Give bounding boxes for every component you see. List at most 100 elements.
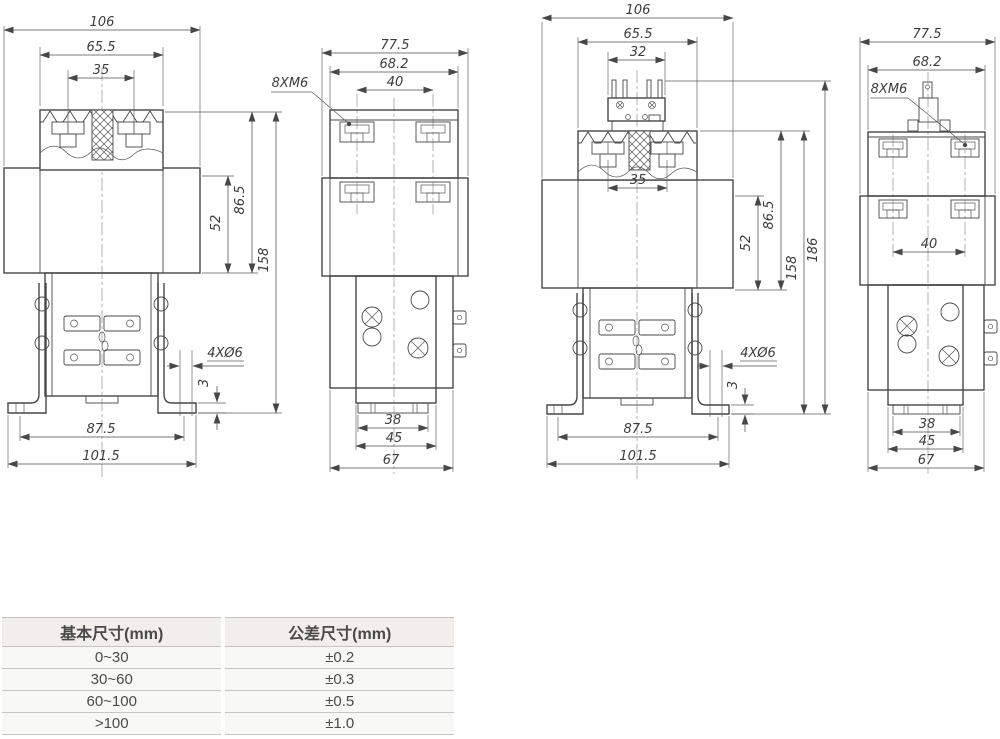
screw-callout: 8XM6 [870, 82, 968, 148]
crossed-hole [361, 306, 383, 328]
table-row: >100 ±1.0 [2, 712, 454, 735]
base-plate [892, 404, 961, 415]
hole [410, 290, 430, 310]
crossed-hole [896, 315, 918, 337]
dim-overall-height: 186 [806, 238, 821, 263]
dim-block-width: 65.5 [87, 40, 116, 55]
base-plate [357, 402, 429, 414]
tolerance-value: ±0.2 [223, 646, 454, 669]
dim-block-width: 65.5 [624, 27, 653, 42]
auxiliary-contact-stem [907, 81, 951, 132]
dim-base-38: 38 [919, 417, 936, 432]
lower-body [329, 275, 454, 389]
lower-body [867, 284, 985, 391]
terminal-screw [878, 138, 908, 158]
dim-base-width: 101.5 [619, 449, 656, 464]
coil-terminal-lugs [598, 319, 676, 370]
dim-terminal-spacing: 40 [387, 75, 404, 90]
dim-overall-width: 106 [90, 15, 115, 30]
coil-tab [983, 351, 998, 366]
magnet-frame [44, 272, 159, 397]
auxiliary-contact-block [607, 79, 666, 132]
basic-size-header: 基本尺寸(mm) [2, 617, 226, 647]
terminal-screw [950, 199, 980, 219]
size-range: >100 [2, 712, 226, 735]
mounting-bracket-right [157, 283, 197, 414]
dim-mount-holes: 4XØ6 [207, 346, 242, 361]
coil-tab [452, 310, 467, 325]
upper-body [867, 131, 986, 197]
tolerance-value: ±0.5 [223, 690, 454, 713]
table-row: 30~60 ±0.3 [2, 668, 454, 691]
terminal-screw [339, 181, 375, 203]
bolt [34, 296, 50, 312]
dim-body-depth: 68.2 [380, 57, 409, 72]
bolt [572, 302, 588, 318]
terminal-screw [950, 138, 980, 158]
mounting-bracket-left [7, 283, 47, 414]
break-line [39, 145, 164, 161]
front-view-basic: 106 65.5 35 52 86.5 158 4XØ6 3 [3, 15, 282, 480]
dim-terminal-spacing: 40 [921, 237, 938, 252]
crossed-hole [938, 345, 960, 367]
tolerance-header: 公差尺寸(mm) [223, 617, 454, 647]
break-line [577, 164, 698, 180]
coil-terminal-lugs [63, 315, 141, 366]
coil-tab [983, 319, 998, 334]
dim-overall-height: 158 [257, 248, 272, 273]
dim-height-52: 52 [739, 235, 754, 252]
bottom-tab [85, 395, 119, 404]
bottom-tab [620, 397, 654, 406]
dim-foot-thickness: 3 [197, 379, 212, 387]
size-range: 0~30 [2, 646, 226, 669]
foot-thickness-callout: 3 [726, 381, 754, 432]
bolt [153, 335, 169, 351]
size-range: 30~60 [2, 668, 226, 691]
dim-foot-thickness: 3 [726, 381, 741, 389]
dim-screws: 8XM6 [871, 82, 908, 97]
dim-mount-holes: 4XØ6 [740, 346, 775, 361]
side-view-aux: 77.5 68.2 8XM6 40 38 45 67 [859, 27, 998, 474]
size-range: 60~100 [2, 690, 226, 713]
dim-foot-span: 87.5 [624, 422, 653, 437]
dim-base-67: 67 [383, 453, 400, 468]
main-body [321, 177, 469, 277]
terminal-screw [415, 181, 451, 203]
table-header-row: 基本尺寸(mm) 公差尺寸(mm) [2, 617, 454, 647]
dim-aux-width: 32 [630, 45, 647, 60]
tolerance-value: ±0.3 [223, 668, 454, 691]
terminal-screw [878, 199, 908, 219]
dim-height-52: 52 [209, 215, 224, 232]
dim-foot-span: 87.5 [87, 422, 116, 437]
tolerance-table: 基本尺寸(mm) 公差尺寸(mm) 0~30 ±0.2 30~60 ±0.3 6… [2, 617, 454, 735]
mounting-bracket-left [546, 293, 584, 415]
bolt [34, 335, 50, 351]
coil-tab [452, 343, 467, 358]
side-view-basic: 77.5 68.2 40 8XM6 38 45 67 [271, 38, 469, 474]
crosshatch-core [628, 130, 651, 171]
crosshatch-core [91, 109, 114, 161]
dim-terminal-spacing: 35 [630, 173, 647, 188]
dim-body-depth: 68.2 [913, 55, 942, 70]
dim-overall-depth: 77.5 [913, 27, 942, 42]
bolt [687, 302, 703, 318]
tolerance-value: ±1.0 [223, 712, 454, 735]
bolt [572, 340, 588, 356]
screw-callout: 8XM6 [271, 76, 352, 127]
dim-base-38: 38 [385, 413, 402, 428]
hole-callout: 4XØ6 [167, 346, 244, 416]
technical-drawing: 106 65.5 35 52 86.5 158 4XØ6 3 [3, 3, 998, 480]
mounting-bracket-right [691, 293, 730, 415]
dim-base-67: 67 [918, 453, 935, 468]
table-row: 60~100 ±0.5 [2, 690, 454, 713]
dim-base-45: 45 [386, 431, 403, 446]
dim-overall-width: 106 [626, 3, 651, 18]
hole [940, 302, 960, 322]
table-row: 0~30 ±0.2 [2, 646, 454, 669]
hole-callout: 4XØ6 [697, 346, 777, 417]
hole [897, 334, 917, 354]
foot-thickness-callout: 3 [197, 379, 226, 430]
bolt [687, 340, 703, 356]
dim-base-width: 101.5 [82, 449, 119, 464]
